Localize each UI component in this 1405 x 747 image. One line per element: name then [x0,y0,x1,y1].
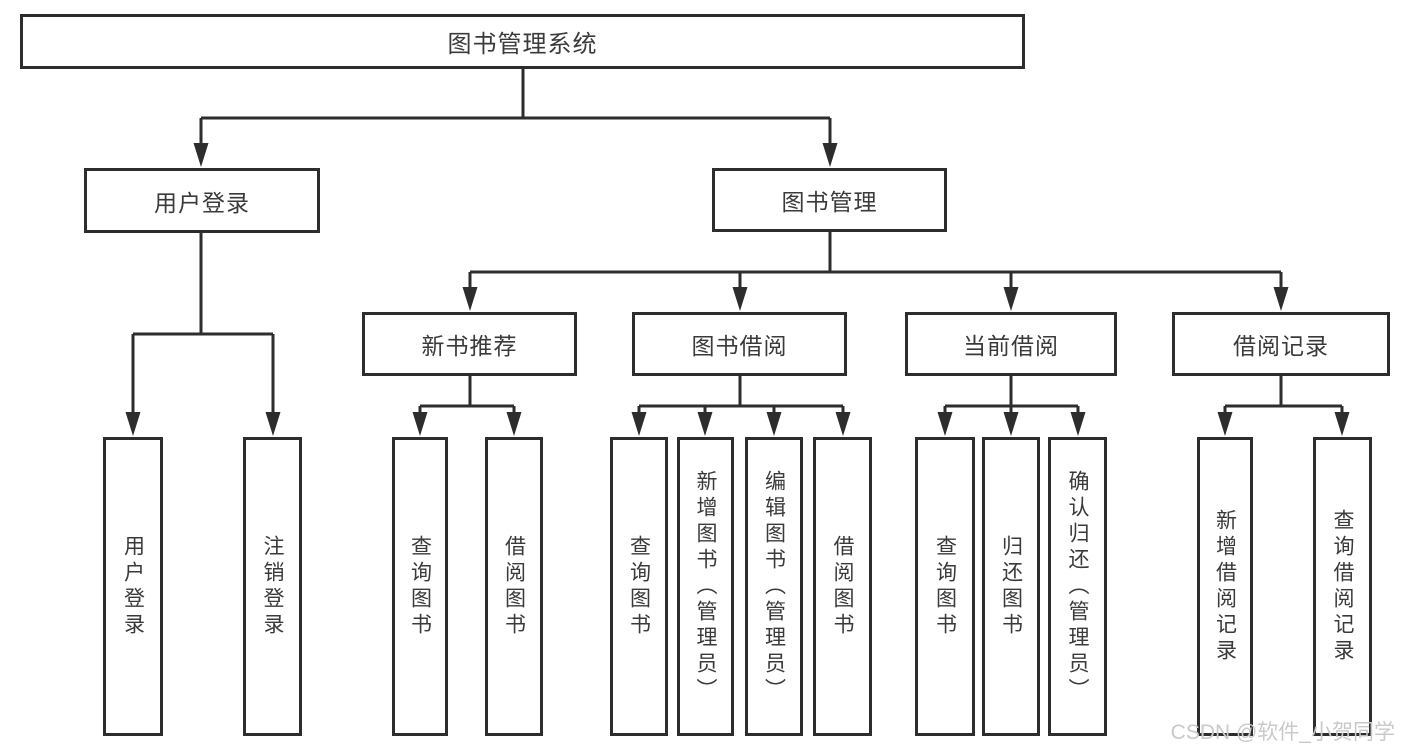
node-label: 确认归还（管理员） [1066,469,1089,704]
node-label: 借阅图书 [831,534,854,639]
leaf-user-login: 用户登录 [103,437,163,736]
node-label: 新书推荐 [421,333,518,359]
node-label: 查询图书 [627,534,651,639]
node-label: 查询图书 [933,534,957,639]
leaf-return-books: 归还图书 [982,437,1040,736]
node-label: 图书管理系统 [447,31,598,58]
leaf-query-books-recommend: 查询图书 [392,437,448,736]
csdn-watermark: CSDN @软件_小贺同学 [1170,721,1395,744]
node-label: 查询图书 [408,534,432,639]
leaf-query-books-current: 查询图书 [915,437,975,736]
leaf-borrow-books-borrowing: 借阅图书 [813,437,872,736]
node-label: 图书管理 [781,189,878,215]
node-label: 查询借阅记录 [1331,508,1354,665]
node-label: 新增借阅记录 [1213,508,1237,665]
leaf-edit-book-admin: 编辑图书（管理员） [745,437,803,736]
node-label: 用户登录 [121,534,145,639]
node-label: 编辑图书（管理员） [762,469,786,704]
node-label: 借阅记录 [1233,333,1329,359]
node-label: 注销登录 [261,534,284,639]
node-book-management: 图书管理 [712,168,947,232]
node-borrowing-records: 借阅记录 [1172,312,1390,376]
node-label: 借阅图书 [502,534,526,639]
node-label: 图书借阅 [691,333,788,359]
leaf-query-books-borrowing: 查询图书 [610,437,668,736]
leaf-add-book-admin: 新增图书（管理员） [677,437,734,736]
node-label: 用户登录 [154,189,250,216]
node-current-borrowing: 当前借阅 [905,312,1117,376]
node-new-book-recommend: 新书推荐 [362,312,577,376]
leaf-query-borrow-record: 查询借阅记录 [1313,437,1372,736]
node-library-system: 图书管理系统 [20,14,1025,69]
leaf-logout: 注销登录 [243,437,302,736]
node-book-borrowing: 图书借阅 [632,312,847,376]
leaf-confirm-return-admin: 确认归还（管理员） [1048,437,1107,736]
node-label: 归还图书 [999,534,1023,639]
node-label: 新增图书（管理员） [694,469,717,704]
node-user-login: 用户登录 [84,168,320,233]
leaf-add-borrow-record: 新增借阅记录 [1197,437,1253,736]
leaf-borrow-books-recommend: 借阅图书 [485,437,543,736]
node-label: 当前借阅 [963,333,1059,359]
